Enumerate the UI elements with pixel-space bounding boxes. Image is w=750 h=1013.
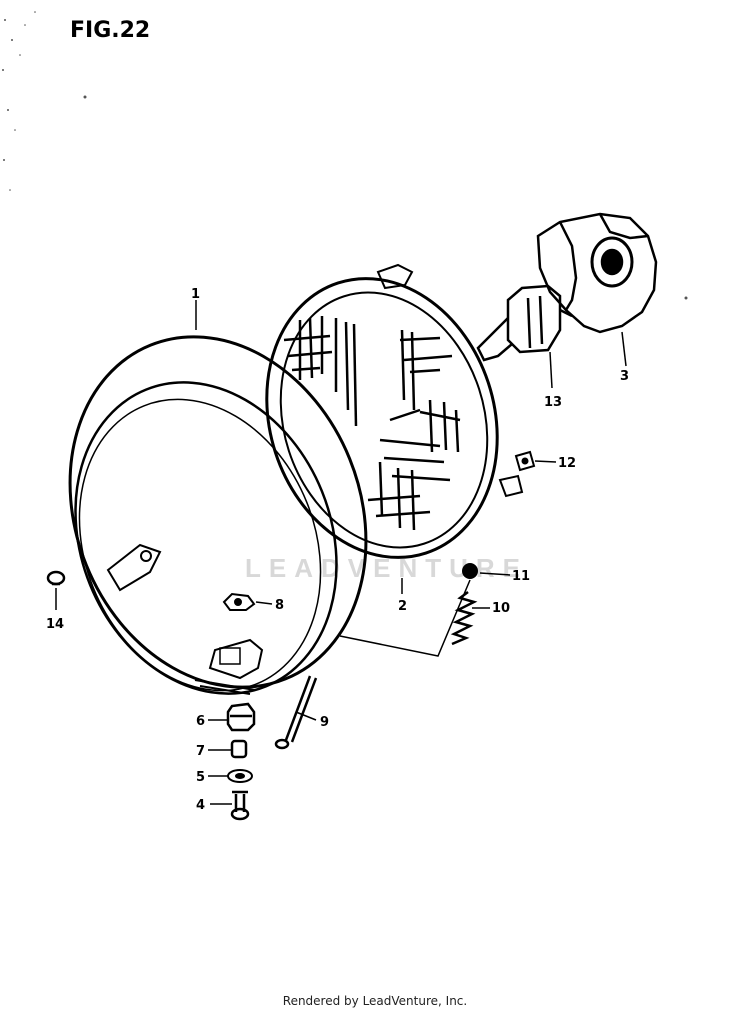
part-8-rubber-grommet	[222, 592, 256, 611]
part-4-bolt	[230, 790, 250, 821]
part-7-collar	[230, 739, 248, 759]
part-12-lens-clip	[514, 450, 536, 472]
callout-9: 9	[320, 715, 329, 730]
callout-4: 4	[196, 798, 205, 813]
callout-3: 3	[620, 369, 629, 384]
part-9-adjusting-screw	[274, 675, 318, 750]
part-6-cushion	[226, 702, 256, 732]
callout-6: 6	[196, 714, 205, 729]
part-1-headlamp-rim	[68, 335, 368, 695]
part-10-spring	[450, 591, 478, 646]
part-11-nut	[462, 563, 478, 579]
callout-1: 1	[191, 287, 200, 302]
footer-credit: Rendered by LeadVenture, Inc.	[282, 994, 468, 1008]
part-2-lens-unit	[265, 263, 524, 559]
part-5-washer	[227, 769, 253, 783]
callout-2: 2	[398, 599, 407, 614]
leader-lines	[55, 300, 627, 805]
callout-5: 5	[196, 770, 205, 785]
callout-12: 12	[558, 456, 576, 471]
callout-8: 8	[275, 598, 284, 613]
figure-title: FIG.22	[70, 18, 151, 43]
part-3-socket-cover	[536, 212, 658, 334]
scan-speckle	[2, 11, 688, 300]
part-14-screw	[46, 570, 66, 586]
callout-10: 10	[492, 601, 510, 616]
callout-7: 7	[196, 744, 205, 759]
callout-14: 14	[46, 617, 64, 632]
part-13-headlamp-bulb	[476, 284, 573, 362]
callout-11: 11	[512, 569, 530, 584]
callout-13: 13	[544, 395, 562, 410]
